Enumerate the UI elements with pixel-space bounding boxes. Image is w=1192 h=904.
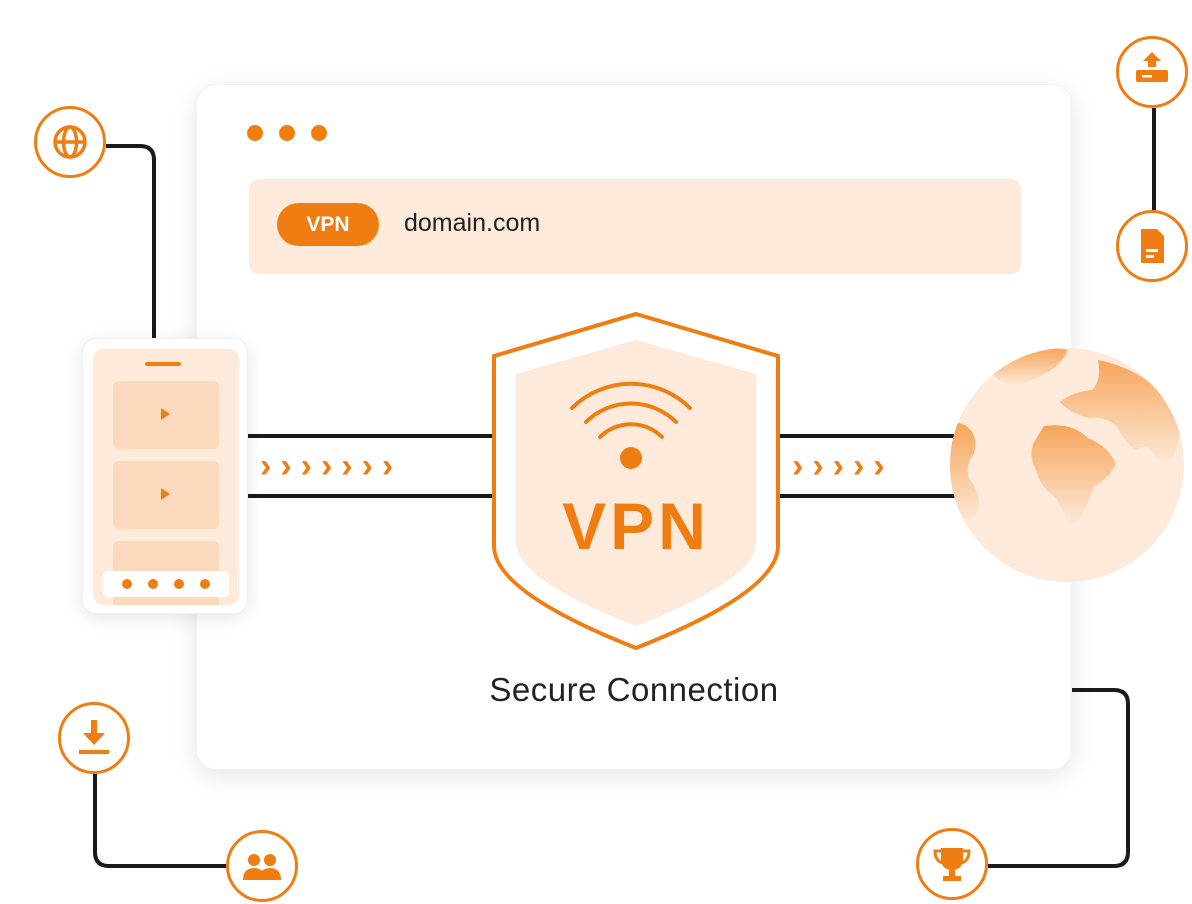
globe-icon <box>53 125 87 159</box>
shield-vpn-label: VPN <box>562 489 710 563</box>
phone-nav-dot[interactable] <box>148 579 158 589</box>
play-icon <box>161 408 170 420</box>
phone-nav-bar <box>103 571 229 597</box>
vpn-badge[interactable]: VPN <box>277 203 379 246</box>
address-bar[interactable]: VPN domain.com <box>249 179 1021 274</box>
shield-icon <box>492 311 780 651</box>
phone-video-card[interactable] <box>113 381 219 449</box>
phone-mockup <box>82 338 248 614</box>
upload-icon <box>1136 52 1168 82</box>
secure-connection-caption: Secure Connection <box>489 671 779 708</box>
trophy-icon <box>933 848 971 881</box>
users-icon <box>243 854 281 880</box>
trophy-node[interactable] <box>916 828 988 900</box>
window-controls <box>247 125 327 141</box>
phone-notch <box>145 362 181 366</box>
tunnel-left: ››››››› <box>246 434 494 498</box>
play-icon <box>161 488 170 500</box>
document-node[interactable] <box>1116 210 1188 282</box>
globe-node[interactable] <box>34 106 106 178</box>
upload-node[interactable] <box>1116 36 1188 108</box>
phone-nav-dot[interactable] <box>174 579 184 589</box>
users-node[interactable] <box>226 830 298 902</box>
window-dot[interactable] <box>279 125 295 141</box>
phone-nav-dot[interactable] <box>200 579 210 589</box>
document-icon <box>1141 229 1164 263</box>
phone-nav-dot[interactable] <box>122 579 132 589</box>
tunnel-right: ››››› <box>778 434 958 498</box>
download-node[interactable] <box>58 702 130 774</box>
window-dot[interactable] <box>247 125 263 141</box>
earth-globe-icon <box>950 348 1184 582</box>
vpn-shield: VPN <box>490 310 782 652</box>
window-dot[interactable] <box>311 125 327 141</box>
phone-video-card[interactable] <box>113 461 219 529</box>
url-text[interactable]: domain.com <box>404 209 541 237</box>
tunnel-arrows-right: ››››› <box>792 447 894 485</box>
download-icon <box>79 720 109 754</box>
tunnel-arrows-left: ››››››› <box>260 447 403 485</box>
